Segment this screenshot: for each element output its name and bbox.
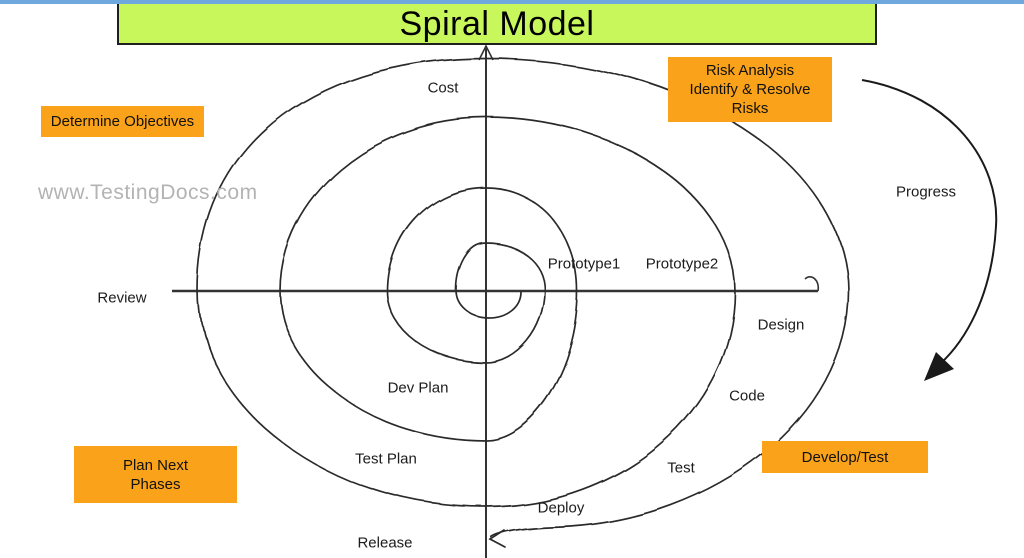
label-release: Release	[357, 534, 413, 552]
determine-objectives-label: Determine Objectives	[50, 113, 195, 130]
label-prototype2: Prototype2	[645, 255, 719, 273]
horizontal-axis-end-curl	[804, 276, 820, 292]
plan-next-phases-line2: Phases	[130, 475, 181, 493]
spiral-path	[197, 57, 849, 539]
develop-test-label: Develop/Test	[801, 448, 889, 466]
page-title: Spiral Model	[399, 4, 595, 43]
develop-test-box: Develop/Test	[762, 441, 928, 473]
progress-arrowhead-icon	[924, 352, 954, 381]
label-deploy: Deploy	[537, 499, 585, 517]
spiral-end-arrowhead	[488, 529, 506, 548]
window-top-strip	[0, 0, 1024, 4]
risk-analysis-line3: Risks	[731, 100, 769, 117]
label-cost: Cost	[427, 79, 459, 97]
determine-objectives-box: Determine Objectives	[41, 106, 204, 137]
label-code: Code	[729, 387, 765, 405]
risk-analysis-box: Risk Analysis Identify & Resolve Risks	[668, 57, 832, 122]
vertical-axis-up-arrowhead	[478, 44, 494, 61]
watermark: www.TestingDocs.com	[38, 181, 258, 204]
label-design: Design	[757, 316, 805, 334]
label-prototype1: Prototype1	[547, 255, 621, 273]
label-test-plan: Test Plan	[355, 450, 417, 468]
plan-next-phases-line1: Plan Next	[122, 456, 189, 474]
label-review: Review	[97, 289, 147, 307]
progress-arrow	[861, 79, 998, 365]
title-banner: Spiral Model	[117, 2, 877, 45]
label-dev-plan: Dev Plan	[387, 379, 449, 397]
label-test: Test	[667, 459, 695, 477]
label-progress: Progress	[895, 183, 957, 201]
plan-next-phases-box: Plan Next Phases	[74, 446, 237, 503]
risk-analysis-line1: Risk Analysis	[705, 62, 795, 79]
risk-analysis-line2: Identify & Resolve	[689, 81, 811, 98]
